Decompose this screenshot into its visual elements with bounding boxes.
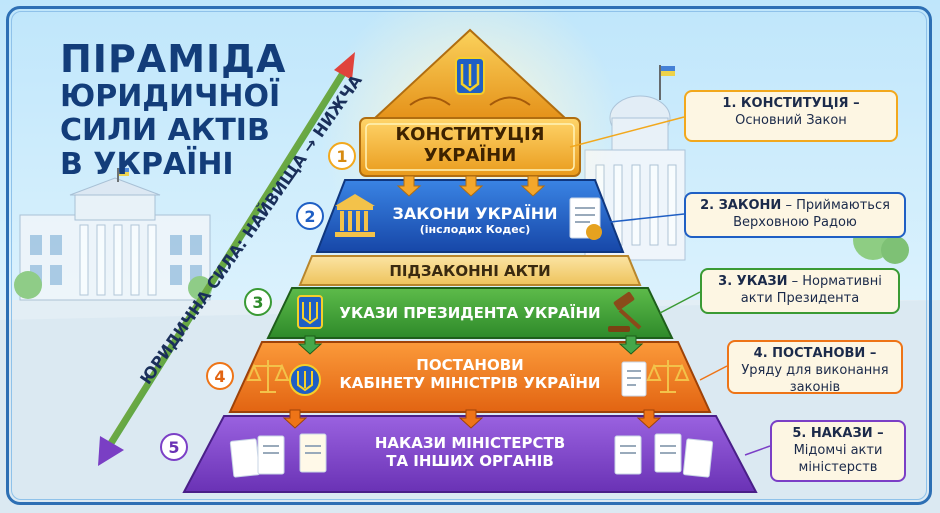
tier-1-line-2: УКРАЇНИ — [423, 145, 517, 166]
document-icon — [621, 361, 647, 397]
left-building-illustration — [14, 168, 212, 301]
tier-5-number-badge: 5 — [160, 433, 188, 461]
callout-4-heading: 4. ПОСТАНОВИ – — [753, 346, 877, 361]
tier-1-title: КОНСТИТУЦІЯ УКРАЇНИ — [360, 124, 580, 166]
scales-icon — [246, 360, 290, 393]
pyramid — [182, 28, 758, 493]
inner-frame — [11, 11, 927, 500]
document-icon — [569, 197, 602, 240]
tier-5-title: НАКАЗИ МІНІСТЕРСТВ ТА ІНШИХ ОРГАНІВ — [330, 434, 610, 470]
tier-2-number-badge: 2 — [296, 202, 324, 230]
parliament-icon — [335, 194, 375, 237]
tier-2-title: ЗАКОНИ УКРАЇНИ (інслодих Кодес) — [380, 204, 570, 236]
trident-icon — [289, 364, 321, 396]
callout-1-heading: 1. КОНСТИТУЦІЯ – — [722, 96, 860, 111]
tier-1-number-badge: 1 — [328, 142, 356, 170]
callout-laws: 2. ЗАКОНИ – Приймаються Верховною Радою — [684, 192, 906, 238]
callout-5-heading: 5. НАКАЗИ – — [792, 426, 884, 441]
page-title: ПІРАМІДА ЮРИДИЧНОЇ СИЛИ АКТІВ В УКРАЇНІ — [60, 40, 320, 180]
tier-4-line-1: ПОСТАНОВИ — [416, 356, 524, 374]
callout-2-text: – Приймаються Верховною Радою — [733, 198, 890, 230]
tier-3-number-badge: 3 — [244, 288, 272, 316]
tier-4-line-2: КАБІНЕТУ МІНІСТРІВ УКРАЇНИ — [339, 374, 601, 392]
subordinate-band-label: ПІДЗАКОННІ АКТИ — [389, 262, 551, 280]
scales-icon — [646, 360, 690, 393]
callout-2-heading: 2. ЗАКОНИ — [700, 198, 782, 213]
callout-decrees: 3. УКАЗИ – Нормативні акти Президента — [700, 268, 900, 314]
callout-constitution: 1. КОНСТИТУЦІЯ – Основний Закон — [684, 90, 898, 142]
callout-3-heading: 3. УКАЗИ — [718, 274, 788, 289]
callout-4-text: Уряду для виконання законів — [741, 362, 889, 395]
callout-3-text: – Нормативні акти Президента — [740, 274, 882, 306]
callout-5-text: Мідомчі акти міністерств — [793, 442, 883, 475]
title-line-3: СИЛИ АКТІВ — [60, 113, 270, 148]
tier-3-title: УКАЗИ ПРЕЗИДЕНТА УКРАЇНИ — [339, 304, 601, 322]
callout-orders: 5. НАКАЗИ – Мідомчі акти міністерств — [770, 420, 906, 482]
title-line-2: ЮРИДИЧНОЇ — [60, 79, 281, 114]
document-icon — [229, 433, 327, 478]
title-line-1: ПІРАМІДА — [60, 37, 287, 81]
gavel-icon — [608, 291, 642, 332]
title-line-4: В УКРАЇНІ — [60, 147, 234, 182]
tier-5-line-1: НАКАЗИ МІНІСТЕРСТВ — [374, 434, 566, 452]
tier-2-line-1: ЗАКОНИ УКРАЇНИ — [392, 204, 558, 223]
tier-1-line-1: КОНСТИТУЦІЯ — [395, 124, 545, 145]
callout-1-text: Основний Закон — [735, 112, 847, 128]
trident-icon — [297, 295, 323, 329]
tier-5-line-2: ТА ІНШИХ ОРГАНІВ — [386, 452, 554, 470]
outer-frame — [6, 6, 932, 505]
callout-connectors — [569, 116, 771, 456]
document-icon — [614, 433, 714, 478]
tier-4-number-badge: 4 — [206, 362, 234, 390]
tier-4-title: ПОСТАНОВИ КАБІНЕТУ МІНІСТРІВ УКРАЇНИ — [320, 356, 620, 392]
legal-force-arrow — [98, 52, 355, 466]
callout-resolutions: 4. ПОСТАНОВИ – Уряду для виконання закон… — [727, 340, 903, 395]
trident-icon — [455, 57, 485, 95]
tier-2-line-2: (інслодих Кодес) — [419, 223, 531, 236]
